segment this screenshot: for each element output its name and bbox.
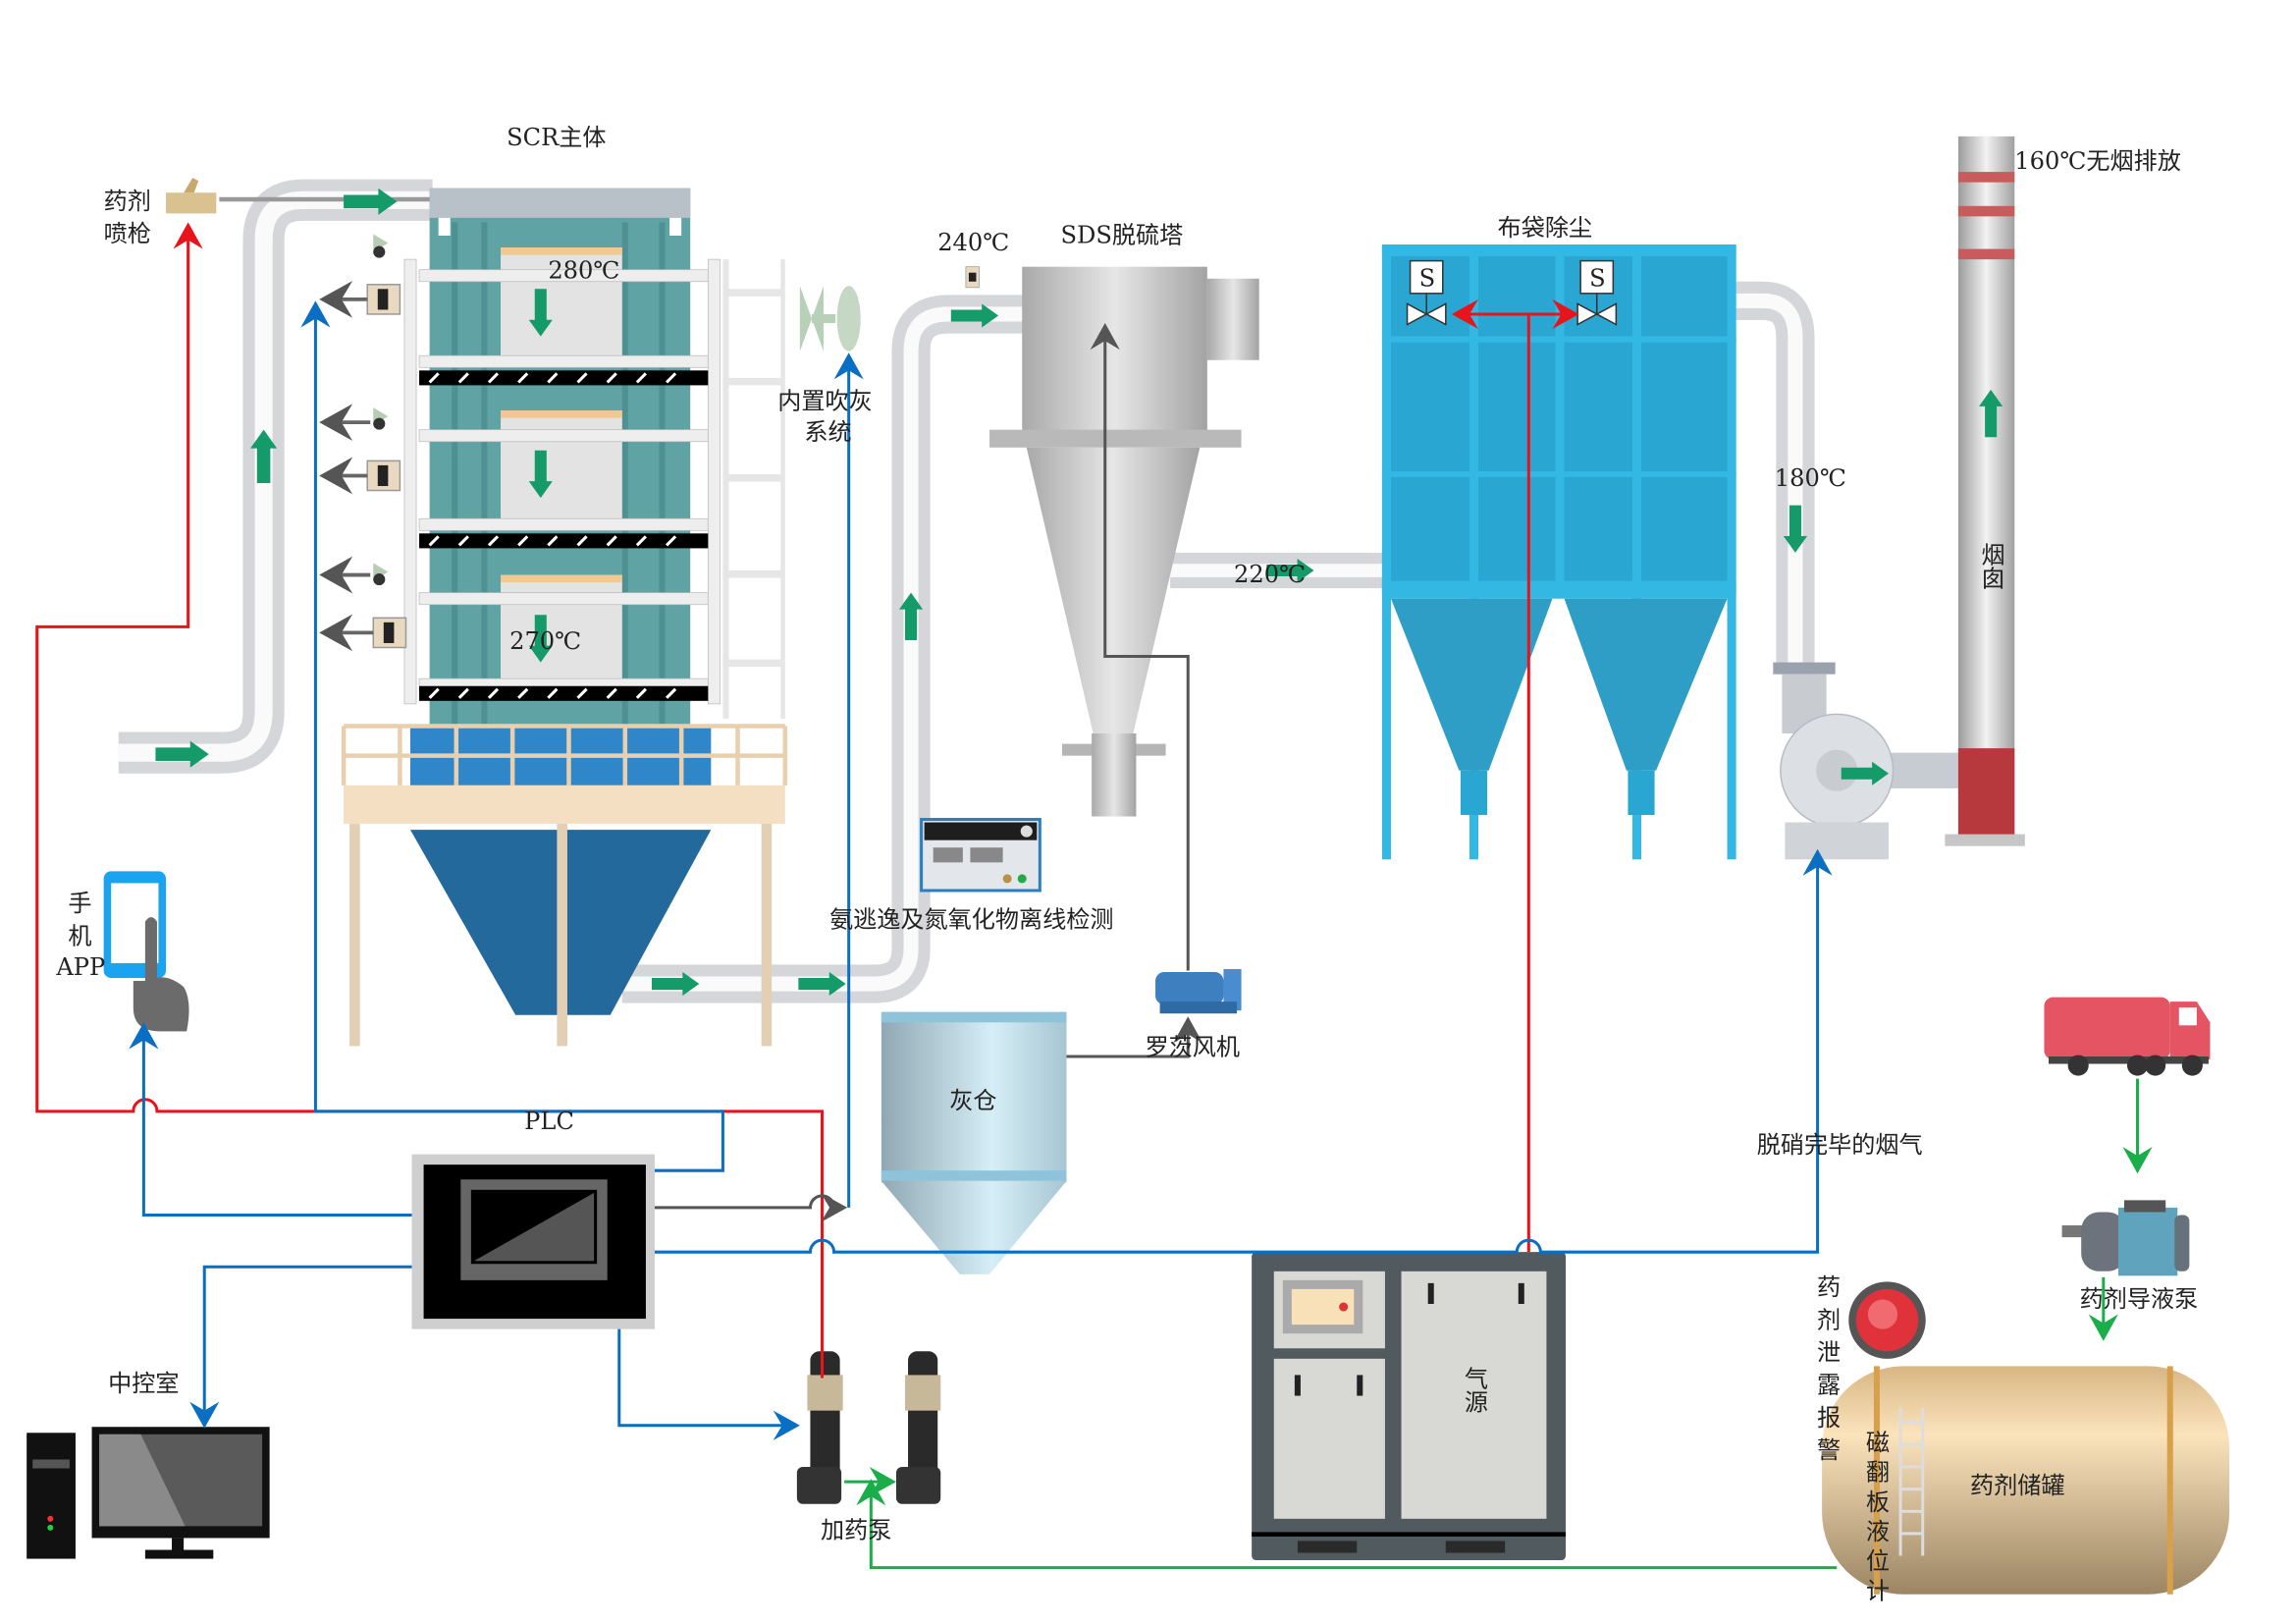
online-detection-label: 氨逃逸及氮氧化物离线检测	[829, 906, 1114, 934]
dosing-pump-1-icon	[796, 1351, 843, 1504]
leak-alarm-label: 药剂泄露报警	[1813, 1274, 1841, 1470]
catalyst-support-beams	[419, 370, 709, 701]
plc-cabinet	[411, 1154, 655, 1329]
mobile-app-label: APP	[55, 953, 105, 981]
plc-label: PLC	[524, 1108, 574, 1135]
transfer-pump-label: 药剂导液泵	[2080, 1285, 2199, 1313]
temp-scr-top: 280℃	[548, 257, 619, 285]
bag-filter-label: 布袋除尘	[1498, 214, 1593, 242]
air-source-label: 气源	[1460, 1366, 1487, 1413]
solenoid-b-label: S	[1589, 264, 1606, 292]
induced-draft-fan-icon	[1773, 662, 1895, 860]
ash-silo-label: 灰仓	[949, 1087, 996, 1114]
mobile-phone-icon	[103, 871, 189, 1032]
online-analyzer-icon	[920, 818, 1041, 893]
scr-reactor	[341, 188, 788, 1047]
level-gauge-ladder	[1898, 1407, 1925, 1556]
tanker-truck-icon	[2044, 997, 2211, 1076]
level-gauge-label: 磁翻板液位计	[1861, 1430, 1889, 1607]
chemical-storage-tank	[1822, 1366, 2230, 1595]
mobile-app-label: 手	[68, 890, 91, 917]
signal-lines	[129, 300, 1833, 1440]
control-room-computer-icon	[27, 1427, 270, 1559]
temperature-sensor-icon	[366, 460, 401, 492]
roots-blower-icon	[1155, 968, 1242, 1014]
temp-scr-bottom: 270℃	[509, 627, 581, 655]
spray-gun-icon	[166, 178, 430, 214]
chimney	[1945, 135, 2025, 846]
sds-tower	[965, 266, 1259, 817]
sds-tower-label: SDS脱硫塔	[1060, 222, 1183, 249]
scr-platform	[344, 785, 785, 825]
chimney-label: 烟囱	[1977, 542, 2004, 589]
scr-instruments	[319, 234, 407, 652]
liquid-lines	[844, 1078, 2153, 1570]
soot-blower-label: 系统	[804, 418, 851, 446]
labels: SCR主体 药剂 喷枪 280℃ 270℃ 240℃ SDS脱硫塔 内置吹灰 系…	[55, 124, 2198, 1607]
thermometer-icon	[965, 266, 980, 289]
process-lines	[654, 323, 1203, 1223]
solenoid-valve-b	[1576, 259, 1618, 326]
control-room-label: 中控室	[108, 1370, 179, 1397]
temp-sds-inlet: 240℃	[937, 229, 1009, 256]
mobile-app-label: 机	[68, 922, 91, 949]
roots-blower-label: 罗茨风机	[1145, 1033, 1240, 1060]
valve-icon	[373, 407, 389, 430]
dosing-pump-label: 加药泵	[821, 1516, 891, 1543]
soot-blower-fan-icon	[799, 286, 861, 352]
leak-alarm-light-icon	[1848, 1281, 1926, 1359]
soot-blower-label: 内置吹灰	[777, 388, 873, 415]
spray-gun-label: 喷枪	[104, 220, 151, 247]
solenoid-a-label: S	[1419, 264, 1436, 292]
dosing-pump-2-icon	[895, 1351, 941, 1504]
valve-icon	[373, 563, 389, 586]
access-ladder	[722, 259, 785, 719]
bag-filter	[1381, 244, 1736, 860]
temperature-sensor-icon	[366, 284, 401, 315]
temp-bag-inlet: 220℃	[1234, 561, 1306, 588]
spray-gun-label: 药剂	[104, 188, 151, 215]
temp-fan-inlet: 180℃	[1775, 464, 1846, 492]
stack-exhaust-label: 160℃无烟排放	[2014, 147, 2181, 175]
transfer-pump-icon	[2061, 1200, 2190, 1276]
denitrated-gas-label: 脱硝完毕的烟气	[1757, 1131, 1923, 1159]
air-compressor-cabinet	[1252, 1252, 1567, 1561]
solenoid-valve-a	[1406, 259, 1447, 326]
support-legs	[349, 824, 773, 1047]
temperature-sensor-icon	[372, 617, 407, 649]
scr-body-label: SCR主体	[507, 124, 606, 151]
valve-icon	[373, 234, 389, 258]
storage-tank-label: 药剂储罐	[1970, 1472, 2065, 1499]
ash-silo	[881, 1011, 1067, 1274]
